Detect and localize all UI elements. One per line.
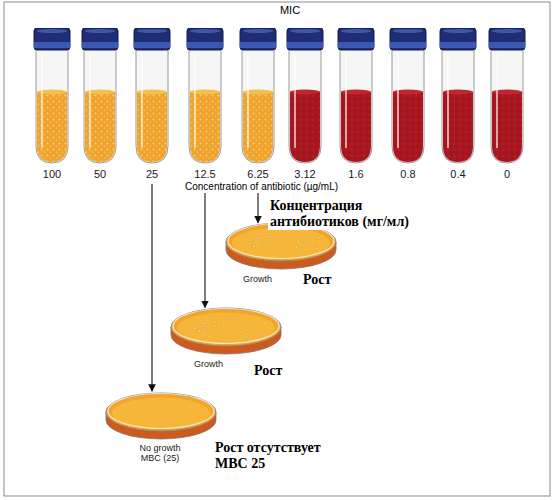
tube-drawing <box>180 28 230 165</box>
axis-label-ru: Концентрация антибиотиков (мг/мл) <box>268 198 437 230</box>
dish-label-ru: Рост <box>254 363 314 379</box>
test-tube: 12.5 <box>180 28 230 182</box>
concentration-value: 3.12 <box>280 168 330 180</box>
dish-label-ru: Рост <box>303 272 363 288</box>
axis-label: Concentration of antibiotic (µg/mL) <box>183 181 387 193</box>
tube-drawing <box>233 28 283 165</box>
tube-drawing <box>482 28 532 165</box>
dish-drawing <box>170 307 282 355</box>
petri-dish: No growth MBC (25) Рост отсутствует МВС 2… <box>105 392 345 475</box>
test-tube: 1.6 <box>331 28 381 182</box>
dish-label-ru: Рост отсутствует МВС 25 <box>215 440 340 472</box>
concentration-value: 6.25 <box>233 168 283 180</box>
test-tube: 100 <box>27 28 77 182</box>
petri-dish: Growth Рост <box>225 222 375 291</box>
tube-drawing <box>75 28 125 165</box>
petri-dish: Growth Рост <box>170 307 320 382</box>
concentration-value: 25 <box>127 168 177 180</box>
test-tube: 0 <box>482 28 532 182</box>
dish-drawing <box>105 392 217 440</box>
tube-drawing <box>127 28 177 165</box>
mic-label: MIC <box>268 4 312 17</box>
dish-label: No growth MBC (25) <box>135 443 185 464</box>
tube-drawing <box>27 28 77 165</box>
concentration-value: 50 <box>75 168 125 180</box>
dish-label: Growth <box>194 359 244 369</box>
tube-drawing <box>331 28 381 165</box>
dish-label: Growth <box>243 274 293 284</box>
test-tube: 50 <box>75 28 125 182</box>
concentration-value: 0.8 <box>383 168 433 180</box>
test-tube: 6.25 <box>233 28 283 182</box>
concentration-value: 0 <box>482 168 532 180</box>
test-tube: 0.4 <box>433 28 483 182</box>
arrow-connector <box>151 184 152 391</box>
concentration-value: 1.6 <box>331 168 381 180</box>
concentration-value: 12.5 <box>180 168 230 180</box>
test-tube: 25 <box>127 28 177 182</box>
concentration-value: 100 <box>27 168 77 180</box>
tube-drawing <box>383 28 433 165</box>
tube-drawing <box>433 28 483 165</box>
concentration-value: 0.4 <box>433 168 483 180</box>
test-tube: 3.12 <box>280 28 330 182</box>
arrow-connector <box>204 184 205 307</box>
tube-drawing <box>280 28 330 165</box>
test-tube: 0.8 <box>383 28 433 182</box>
